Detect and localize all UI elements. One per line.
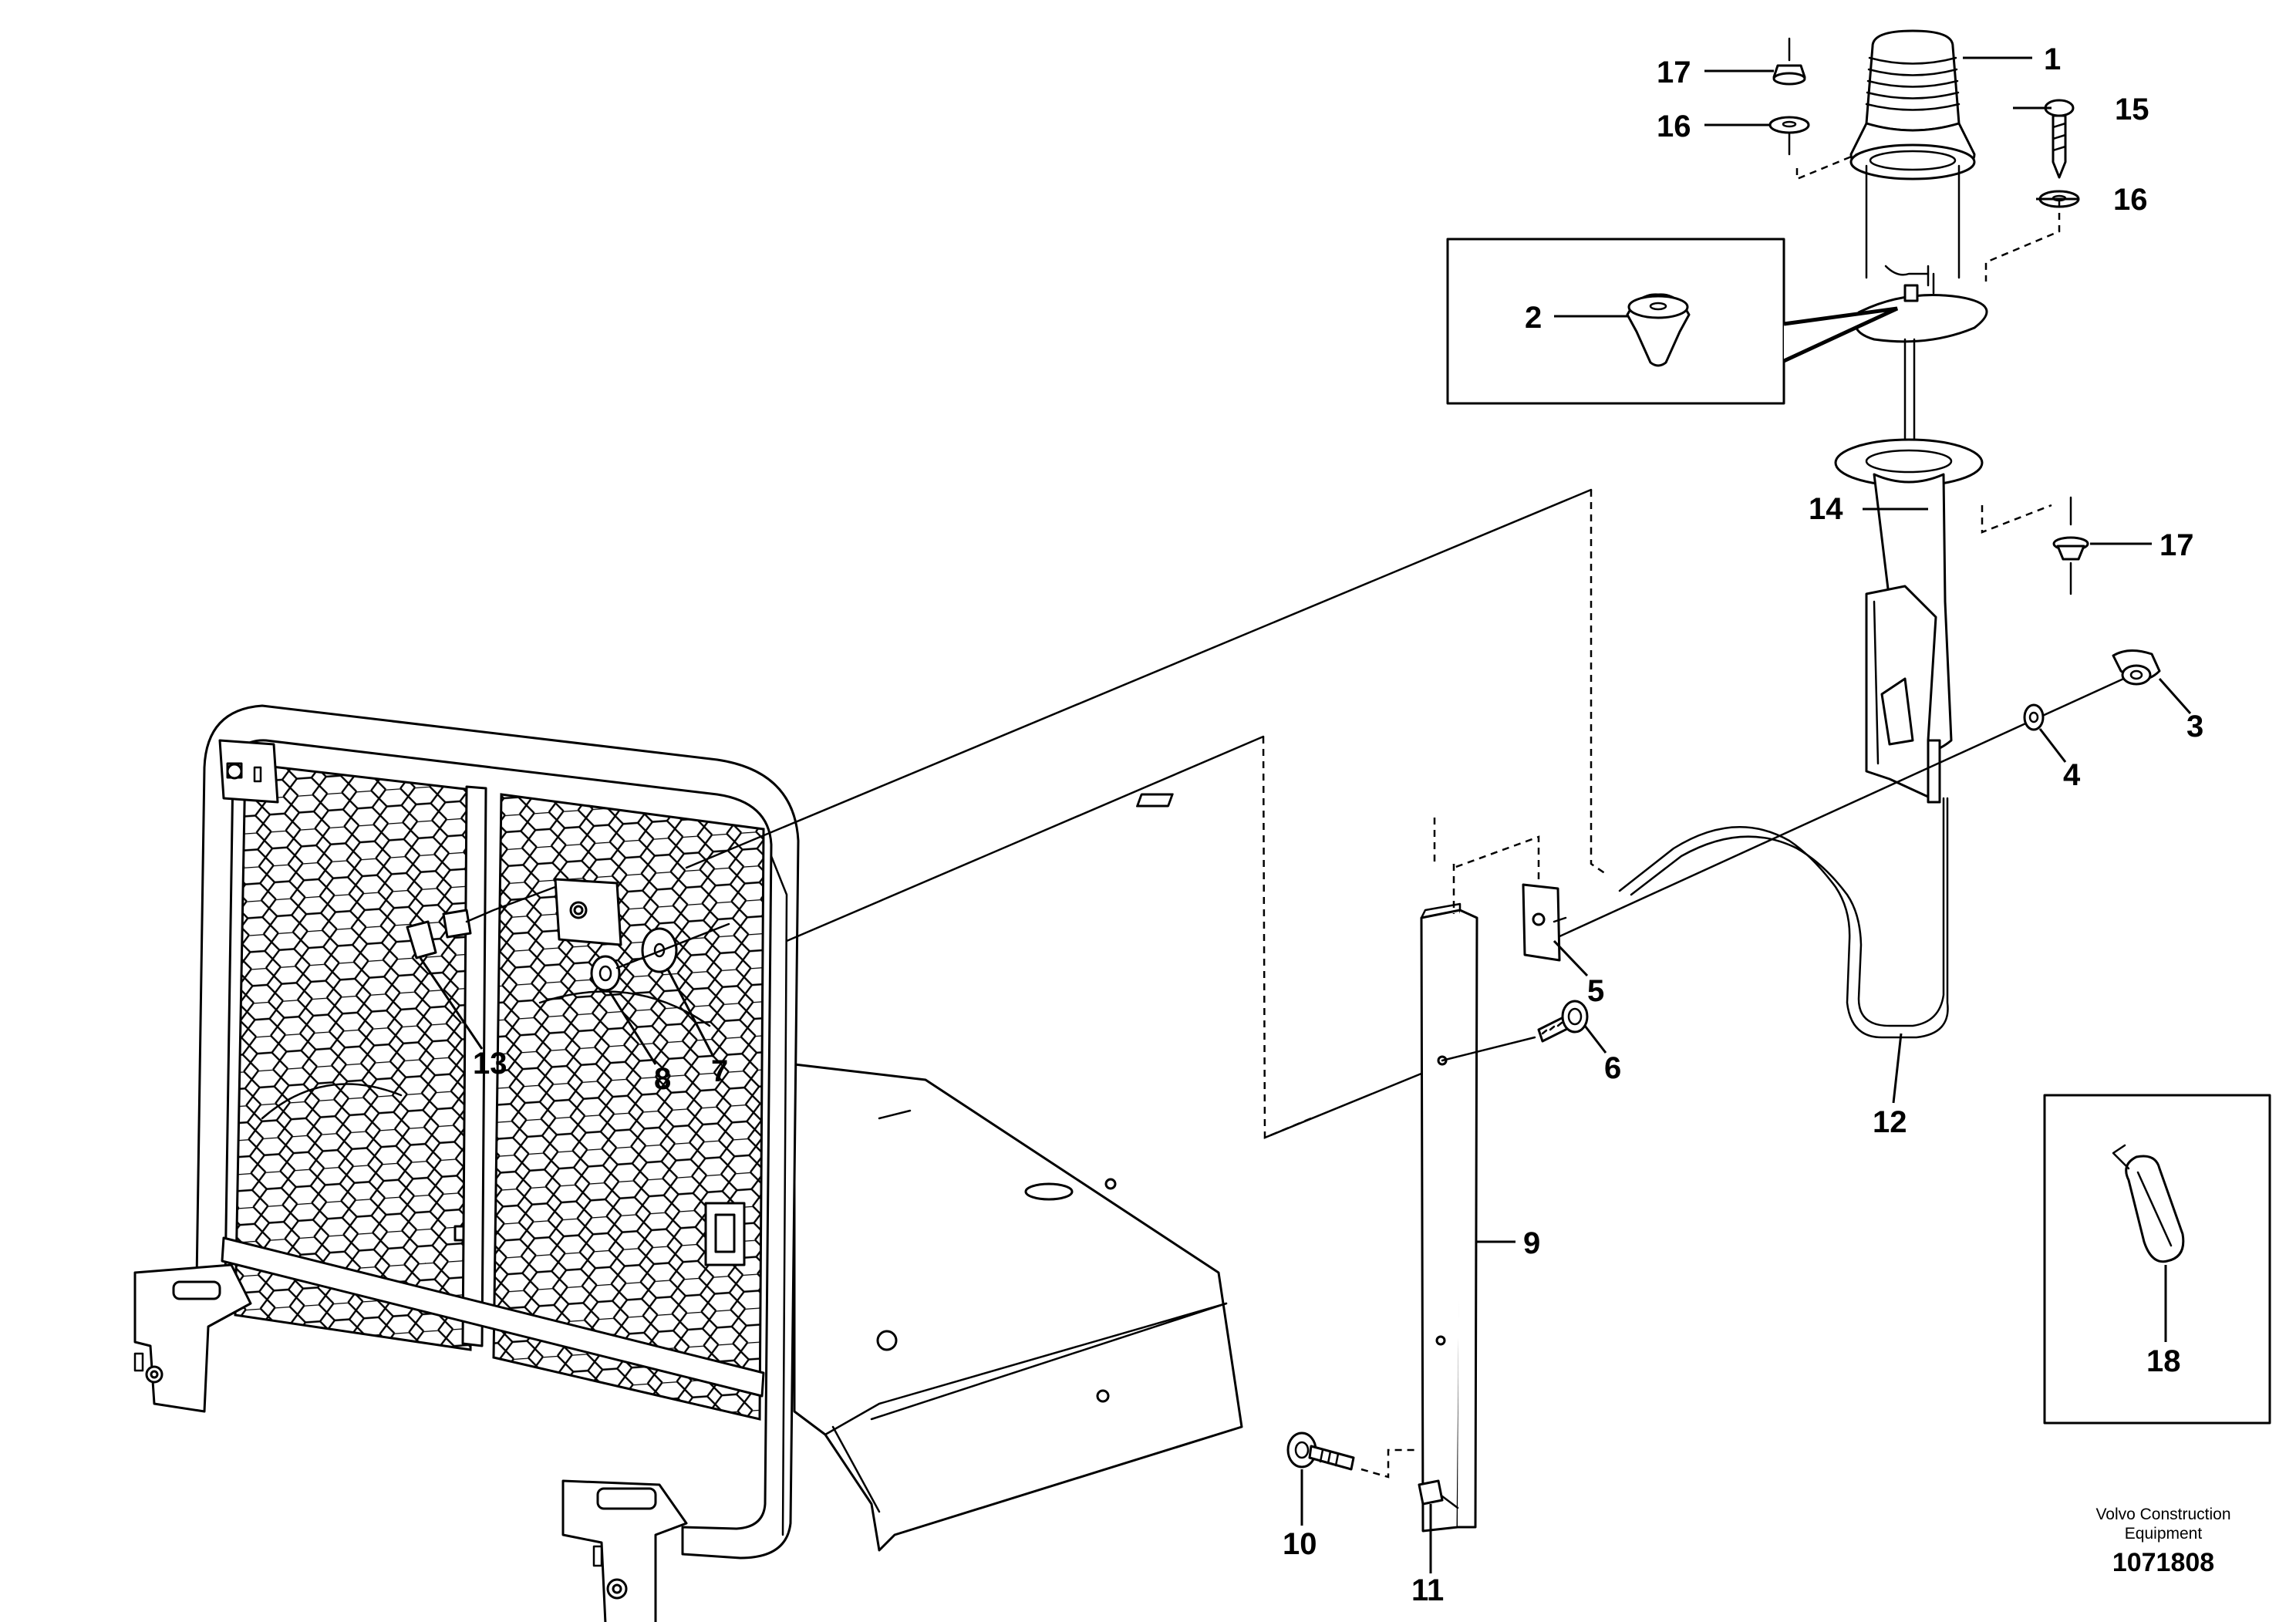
detail-box-18 (2043, 1094, 2271, 1425)
callout-16-right: 16 (2113, 183, 2148, 217)
align-line-frame-large (1590, 490, 1609, 877)
screw-15 (2044, 99, 2075, 179)
cable-clip-5 (1522, 883, 1567, 962)
detail-pointer (1782, 306, 1899, 363)
cover-bolt (876, 1330, 898, 1351)
document-number: 1071808 (2112, 1548, 2214, 1577)
flange-nut-17-right (2052, 496, 2089, 595)
align-line-nut-right (1981, 504, 2052, 534)
callout-1: 1 (2044, 42, 2061, 76)
callout-5: 5 (1587, 974, 1604, 1008)
cable-harness-12 (1618, 797, 1949, 1039)
callout-13: 13 (473, 1047, 507, 1081)
callout-8: 8 (654, 1062, 671, 1096)
callout-9: 9 (1523, 1226, 1540, 1260)
credit-line-2: Equipment (2125, 1525, 2203, 1543)
frame-foot-right (561, 1479, 688, 1622)
callout-17-right: 17 (2159, 528, 2194, 562)
guard-tube-outer (195, 704, 800, 1560)
washer-7 (615, 922, 730, 973)
credit-block: Volvo Construction Equipment 1071808 (2095, 1506, 2230, 1577)
frame-bracket-top-left (218, 739, 279, 804)
connector-13 (406, 885, 557, 959)
callout-14: 14 (1809, 492, 1843, 526)
nut-11 (1418, 1479, 1459, 1509)
beacon-lamp-assembly (1834, 29, 1988, 804)
callout-3: 3 (2186, 710, 2203, 744)
nut-8 (590, 955, 621, 992)
align-line-screw (1984, 201, 2061, 282)
light-guard-frame (133, 704, 1243, 1622)
callout-6: 6 (1604, 1051, 1621, 1085)
beacon-lamp-dome (1865, 29, 1961, 132)
beacon-lamp-ribs (1865, 56, 1961, 111)
mesh-grille-left (234, 762, 480, 1351)
washer-4 (2023, 703, 2045, 731)
align-line-lower-diag (785, 735, 1265, 943)
callout-10: 10 (1283, 1527, 1317, 1561)
callout-7: 7 (711, 1054, 728, 1088)
beacon-rubber-ring (1834, 438, 1984, 487)
detail-box-2 (1446, 238, 1899, 405)
callout-labels: 1 2 3 4 5 6 7 8 9 10 11 12 13 14 15 16 1… (473, 42, 2203, 1607)
cable-connector-3 (2112, 649, 2161, 686)
washer-16-top-left (1768, 116, 1810, 134)
callout-15: 15 (2115, 93, 2149, 126)
align-line-clip-to-frame (1452, 835, 1540, 879)
callout-16-left: 16 (1657, 110, 1691, 143)
bolt-6 (1441, 1000, 1589, 1062)
frame-bracket-top-right (554, 878, 622, 946)
cover-slot (1024, 1182, 1074, 1201)
callout-leaders (419, 56, 2192, 1573)
flange-nut-17-top (1772, 37, 1806, 86)
channel-bracket-9 (1136, 793, 1478, 1533)
callout-18: 18 (2146, 1344, 2181, 1378)
callout-11: 11 (1411, 1573, 1444, 1607)
align-line-frame-top (685, 488, 1593, 869)
callout-12: 12 (1873, 1105, 1907, 1139)
frame-foot-left (133, 1263, 252, 1413)
callout-17-top: 17 (1657, 56, 1691, 89)
callout-2: 2 (1525, 301, 1542, 335)
align-line-nut-top (1795, 149, 1867, 180)
credit-line-1: Volvo Construction (2095, 1506, 2230, 1523)
align-line-frame-lower (1262, 736, 1312, 1139)
callout-4: 4 (2063, 758, 2081, 792)
bolt-10 (1286, 1431, 1419, 1479)
mesh-grille-right (492, 793, 765, 1421)
machine-cover-panel (793, 1063, 1243, 1552)
